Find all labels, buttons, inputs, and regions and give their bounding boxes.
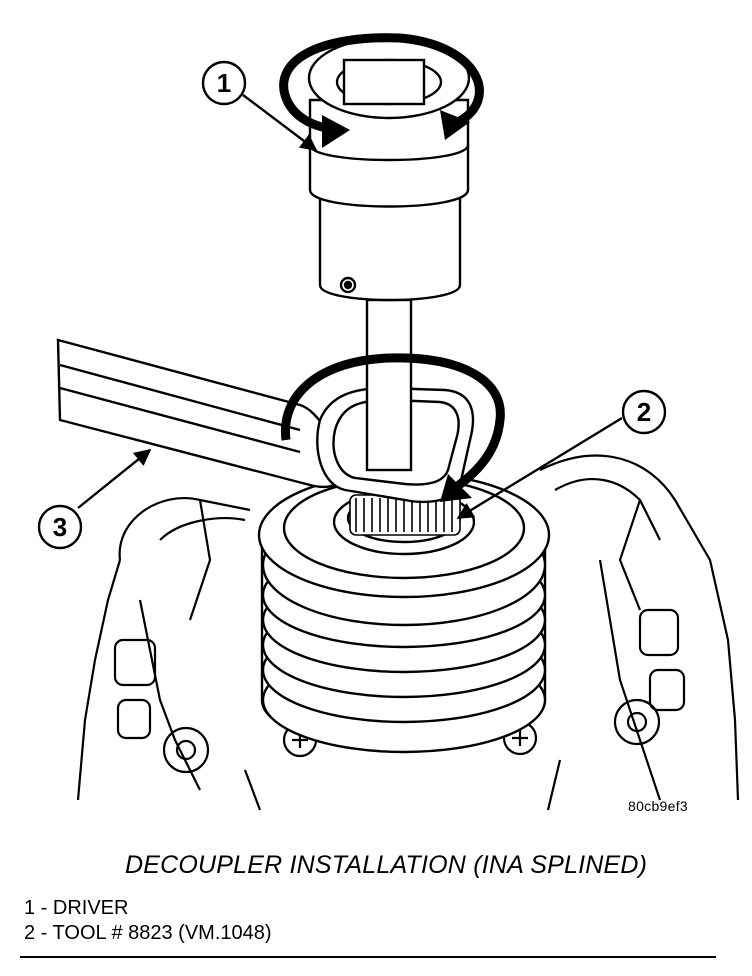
figure-reference-code: 80cb9ef3 [628, 798, 689, 814]
bottom-divider [20, 956, 716, 958]
legend-item: 2 - TOOL # 8823 (VM.1048) [24, 922, 272, 944]
driver-socket [307, 36, 471, 472]
legend: 1 - DRIVER 2 - TOOL # 8823 (VM.1048) [24, 896, 272, 946]
callout-1: 1 [201, 60, 247, 106]
callout-1-number: 1 [217, 68, 231, 98]
leader-lines [77, 94, 623, 520]
rotation-arrowheads [322, 110, 472, 502]
callout-3-number: 3 [53, 512, 67, 542]
decoupler-installation-illustration: 1 2 3 [37, 33, 740, 811]
engine-housing [76, 454, 740, 811]
callout-2: 2 [621, 389, 667, 435]
callout-3: 3 [37, 504, 83, 550]
figure-caption: DECOUPLER INSTALLATION (INA SPLINED) [125, 851, 648, 879]
legend-item: 1 - DRIVER [24, 897, 129, 919]
callout-2-number: 2 [637, 397, 651, 427]
rotation-arrows [279, 33, 505, 492]
decoupler-pulley [257, 471, 551, 754]
